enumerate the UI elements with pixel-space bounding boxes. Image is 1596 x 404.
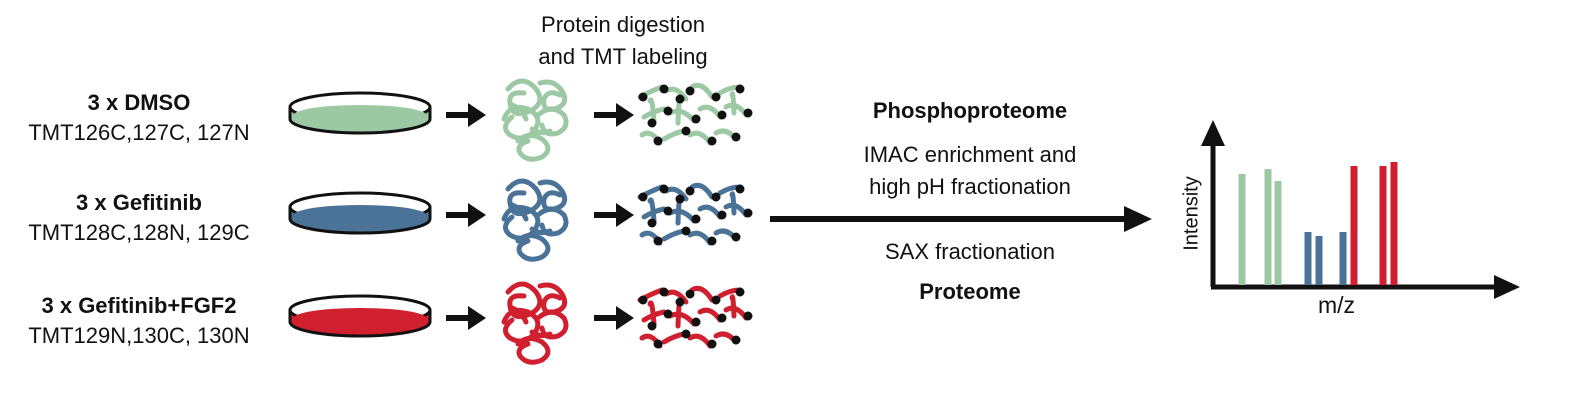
condition-tmt-gefitinib: TMT128C,128N, 129C [28,220,250,245]
right-arrow-icon [446,306,486,330]
proteome-step: SAX fractionation [885,239,1055,264]
right-arrow-icon [770,206,1152,232]
mass-spectrum-icon [1201,120,1520,299]
phosphoproteome-title: Phosphoproteome [872,98,1068,123]
condition-tmt-gefitinib-fgf2: TMT129N,130C, 130N [28,323,250,348]
folded-protein-icon [501,78,569,162]
spectrum-peak [1390,162,1398,285]
right-arrow-icon [446,103,486,127]
spectrum-peak [1274,181,1282,285]
culture-dish-icon [288,191,432,235]
condition-row-1 [288,178,753,262]
header-line-2: and TMT labeling [538,44,708,69]
condition-title-gefitinib-fgf2: 3 x Gefitinib+FGF2 [41,293,237,318]
peptide-fragments-icon [637,182,753,246]
right-arrow-icon [446,203,486,227]
spectrum-peak [1339,232,1347,285]
condition-tmt-dmso: TMT126C,127C, 127N [28,120,250,145]
right-arrow-icon [594,103,634,127]
header-line-1: Protein digestion [541,12,705,37]
right-arrow-icon [594,306,634,330]
spectrum-peak [1264,169,1272,285]
condition-title-gefitinib: 3 x Gefitinib [76,190,202,215]
phospho-step-line-2: high pH fractionation [869,174,1071,199]
spectrum-peak [1238,174,1246,285]
spectrum-x-label: m/z [1318,292,1356,318]
phospho-step-line-1: IMAC enrichment and [863,142,1077,167]
folded-protein-icon [501,178,569,262]
peptide-fragments-icon [637,285,753,349]
culture-dish-icon [288,91,432,135]
spectrum-peak [1315,236,1323,285]
spectrum-peak [1350,166,1358,285]
spectrum-peak [1304,232,1312,285]
peptide-fragments-icon [637,82,753,146]
proteome-title: Proteome [919,279,1021,304]
culture-dish-icon [288,294,432,338]
condition-title-dmso: 3 x DMSO [87,90,191,115]
spectrum-peak [1379,166,1387,285]
folded-protein-icon [501,281,569,365]
right-arrow-icon [594,203,634,227]
condition-row-2 [288,281,753,365]
condition-row-0 [288,78,753,162]
